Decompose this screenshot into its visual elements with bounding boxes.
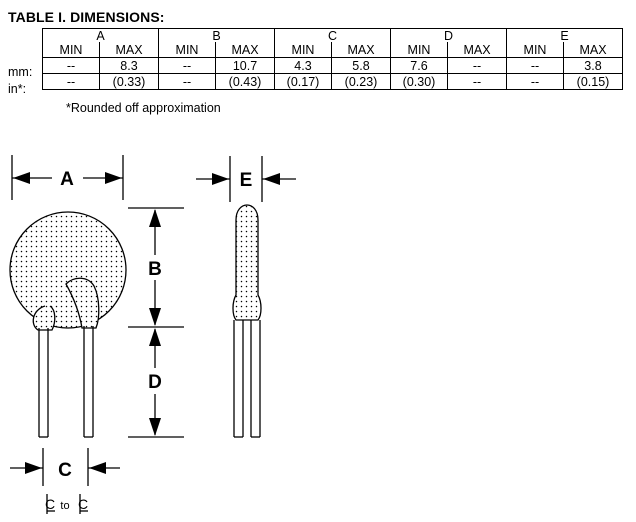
leads-front	[38, 326, 94, 438]
table-cell: --	[158, 57, 216, 74]
table-cell: --	[506, 73, 564, 90]
table-cell: 8.3	[99, 57, 159, 74]
table-cell: --	[158, 73, 216, 90]
table-cell: --	[42, 57, 100, 74]
dimension-label-c: C	[58, 460, 72, 481]
group-header-c: C	[274, 28, 391, 42]
component-drawing: A B D C E C to C	[9, 155, 296, 514]
table-cell: (0.15)	[563, 73, 623, 90]
centerline-symbols	[46, 494, 88, 514]
subheader-a-min: MIN	[42, 42, 100, 58]
table-cell: --	[447, 57, 507, 74]
dimension-label-a: A	[60, 169, 74, 190]
subheader-e-min: MIN	[506, 42, 564, 58]
dimensions-table: A B C D E MIN MAX MIN MAX MIN MAX MIN MA…	[42, 28, 623, 90]
footnote: *Rounded off approximation	[66, 101, 221, 115]
centerline-left: C	[45, 496, 55, 512]
subheader-a-max: MAX	[99, 42, 159, 58]
table-cell: 4.3	[274, 57, 332, 74]
table-cell: 5.8	[331, 57, 391, 74]
disc-body-front	[9, 211, 127, 331]
row-label-in: in*:	[8, 82, 27, 96]
dimension-label-b: B	[148, 259, 162, 280]
leads-side	[233, 320, 261, 438]
arrowheads	[13, 172, 280, 474]
table-cell: 10.7	[215, 57, 275, 74]
table-cell: 3.8	[563, 57, 623, 74]
table-cell: --	[42, 73, 100, 90]
subheader-c-min: MIN	[274, 42, 332, 58]
table-cell: (0.33)	[99, 73, 159, 90]
subheader-c-max: MAX	[331, 42, 391, 58]
centerline-to: to	[60, 500, 69, 512]
group-header-a: A	[42, 28, 159, 42]
table-cell: (0.43)	[215, 73, 275, 90]
table-cell: --	[447, 73, 507, 90]
dimension-label-e: E	[240, 170, 253, 191]
table-row-mm: -- 8.3 -- 10.7 4.3 5.8 7.6 -- -- 3.8	[42, 57, 623, 74]
group-header-b: B	[158, 28, 275, 42]
table-cell: 7.6	[390, 57, 448, 74]
table-title: TABLE I. DIMENSIONS:	[8, 9, 165, 25]
subheader-e-max: MAX	[563, 42, 623, 58]
table-row-in: -- (0.33) -- (0.43) (0.17) (0.23) (0.30)…	[42, 73, 623, 90]
centerline-right: C	[78, 496, 88, 512]
table-cell: (0.30)	[390, 73, 448, 90]
table-cell: (0.23)	[331, 73, 391, 90]
subheader-d-min: MIN	[390, 42, 448, 58]
disc-body-side	[232, 204, 262, 321]
subheader-b-max: MAX	[215, 42, 275, 58]
group-header-e: E	[506, 28, 623, 42]
table-cell: (0.17)	[274, 73, 332, 90]
subheader-b-min: MIN	[158, 42, 216, 58]
table-cell: --	[506, 57, 564, 74]
dimension-label-d: D	[148, 372, 162, 393]
subheader-d-max: MAX	[447, 42, 507, 58]
group-header-d: D	[390, 28, 507, 42]
row-label-mm: mm:	[8, 65, 33, 79]
